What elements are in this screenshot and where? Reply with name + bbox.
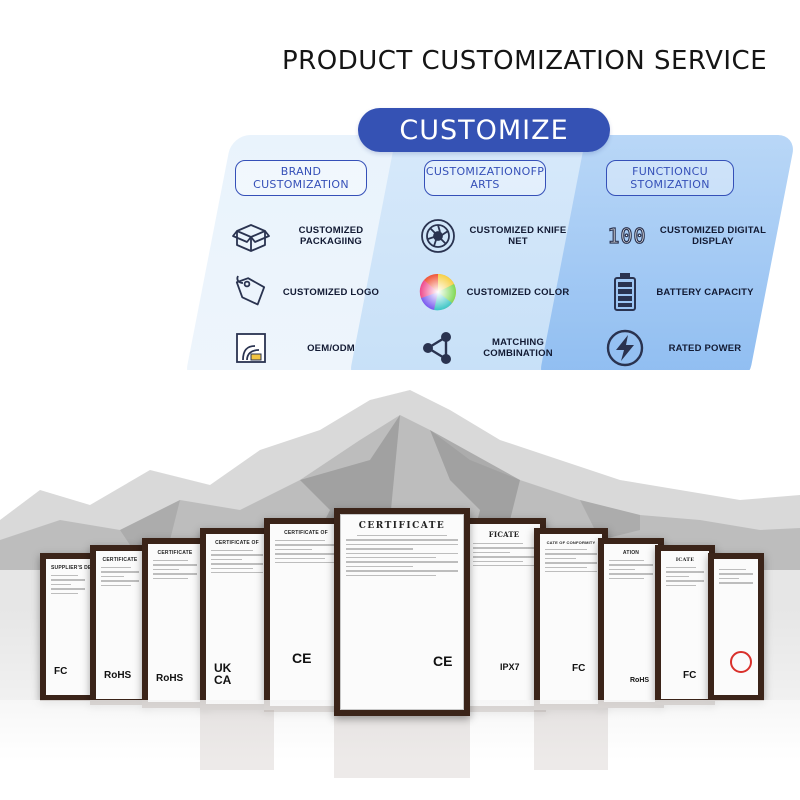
share-nodes-icon bbox=[415, 325, 461, 371]
customized-color-item: CUSTOMIZED COLOR bbox=[415, 267, 595, 317]
certificate-frame-5: CERTIFICATE OF CE bbox=[264, 518, 348, 712]
certificate-frame-6: CERTIFICATE CE bbox=[334, 508, 470, 716]
certificate-frame-7: FICATE IPX7 bbox=[462, 518, 546, 712]
certificate-heading: FICATE bbox=[488, 530, 520, 539]
customized-color-label: CUSTOMIZED COLOR bbox=[466, 286, 570, 298]
certificate-heading: ICATE bbox=[675, 557, 695, 563]
floor-reflection bbox=[0, 700, 800, 800]
certificate-heading: CATE OF CONFORMITY bbox=[546, 540, 596, 545]
customized-logo-item: CUSTOMIZED LOGO bbox=[228, 267, 408, 317]
certificate-frame-1: SUPPLIER'S DE FC bbox=[40, 553, 96, 701]
page-title: PRODUCT CUSTOMIZATION SERVICE bbox=[282, 46, 768, 76]
display-digits: 100 bbox=[607, 223, 647, 248]
customized-packaging-label: CUSTOMIZED PACKAGIING bbox=[298, 225, 364, 247]
certificate-mark: FC bbox=[572, 663, 586, 674]
certificate-mark: RoHS bbox=[630, 677, 650, 684]
certificate-heading: CERTIFICATE bbox=[157, 550, 193, 556]
color-wheel-icon bbox=[415, 269, 461, 315]
blade-grid-icon bbox=[415, 213, 461, 259]
brand-customization-column: BRAND CUSTOMIZATION CUSTOMIZED PACKAGIIN… bbox=[198, 135, 404, 383]
certificate-mark: RoHS bbox=[104, 670, 132, 681]
certificate-frame-3: CERTIFICATE RoHS bbox=[142, 538, 208, 708]
battery-capacity-item: BATTERY CAPACITY bbox=[602, 267, 782, 317]
document-icon bbox=[228, 325, 274, 371]
certificate-mark: UK CA bbox=[214, 661, 232, 687]
certificate-frame-10: ICATE FC bbox=[655, 545, 715, 705]
price-tag-icon bbox=[228, 269, 274, 315]
certificate-frame-2: CERTIFICATE RoHS bbox=[90, 545, 150, 705]
certificate-heading: ATION bbox=[622, 550, 640, 556]
customized-logo-label: CUSTOMIZED LOGO bbox=[282, 286, 380, 298]
certificate-heading: SUPPLIER'S DE bbox=[51, 565, 90, 571]
certificate-mark: FC bbox=[683, 670, 697, 681]
brand-customization-header: BRAND CUSTOMIZATION bbox=[235, 160, 367, 196]
function-customization-header: FUNCTIONCU STOMIZATION bbox=[606, 160, 734, 196]
certificate-mark: CE bbox=[292, 650, 312, 666]
battery-icon bbox=[602, 269, 648, 315]
customized-digital-display-label: CUSTOMIZED DIGITAL DISPLAY bbox=[659, 225, 767, 247]
rated-power-item: RATED POWER bbox=[602, 323, 782, 373]
function-customization-column: FUNCTIONCU STOMIZATION 100 CUSTOMIZED DI… bbox=[572, 135, 768, 383]
certificate-mark: IPX7 bbox=[500, 662, 520, 672]
certificate-frame-11 bbox=[708, 553, 764, 701]
customize-badge: CUSTOMIZE bbox=[358, 108, 610, 152]
certificate-frame-4: CERTIFICATE OF UK CA bbox=[200, 528, 274, 710]
certificate-frame-8: CATE OF CONFORMITY FC bbox=[534, 528, 608, 710]
matching-combination-label: MATCHING COMBINATION bbox=[483, 337, 553, 359]
digital-display-icon: 100 bbox=[602, 213, 652, 259]
certificate-heading: CERTIFICATE bbox=[358, 521, 446, 531]
certificate-mark: CE bbox=[433, 653, 453, 669]
oem-odm-item: OEM/ODM bbox=[228, 323, 408, 373]
oem-odm-label: OEM/ODM bbox=[307, 342, 355, 354]
customized-digital-display-item: 100 CUSTOMIZED DIGITAL DISPLAY bbox=[602, 211, 782, 261]
parts-customization-column: CUSTOMIZATIONOFP ARTS CUSTOMIZED KNIFE N… bbox=[385, 135, 585, 383]
package-box-icon bbox=[228, 213, 274, 259]
certificate-heading: CERTIFICATE bbox=[102, 557, 138, 563]
customized-knife-net-item: CUSTOMIZED KNIFE NET bbox=[415, 211, 595, 261]
customized-knife-net-label: CUSTOMIZED KNIFE NET bbox=[469, 225, 567, 247]
rated-power-label: RATED POWER bbox=[668, 342, 742, 354]
certificate-heading: CERTIFICATE OF bbox=[284, 530, 328, 536]
certificate-mark: RoHS bbox=[156, 673, 184, 684]
certificate-seal-icon bbox=[730, 651, 752, 673]
lightning-icon bbox=[602, 325, 648, 371]
certificate-frame-9: ATION RoHS bbox=[598, 538, 664, 708]
certificate-mark: FC bbox=[54, 666, 68, 677]
parts-customization-header: CUSTOMIZATIONOFP ARTS bbox=[424, 160, 546, 196]
battery-capacity-label: BATTERY CAPACITY bbox=[656, 286, 754, 298]
matching-combination-item: MATCHING COMBINATION bbox=[415, 323, 595, 373]
certificate-heading: CERTIFICATE OF bbox=[215, 540, 259, 546]
customized-packaging-item: CUSTOMIZED PACKAGIING bbox=[228, 211, 408, 261]
